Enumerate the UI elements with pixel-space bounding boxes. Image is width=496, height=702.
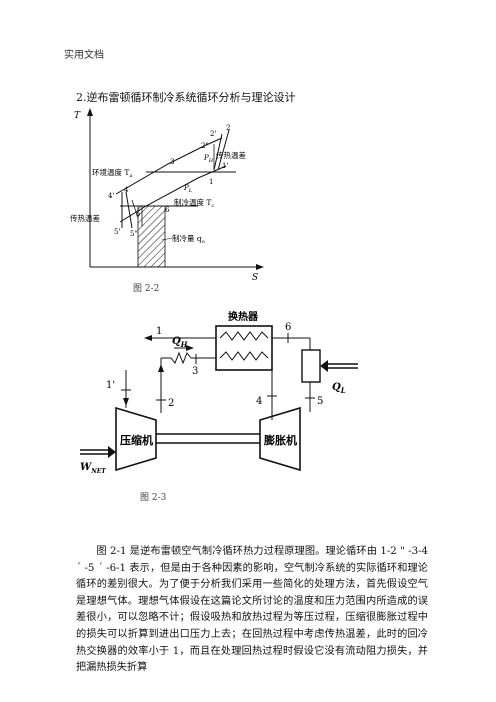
- node-6: 6: [285, 322, 291, 333]
- point-label: 5: [136, 210, 140, 218]
- ts-diagram: T S 2 2' 2" 3 1 1' 4 4' 5 5' 5" 6 PH PL …: [70, 108, 264, 283]
- body-paragraph: 图 2-1 是逆布雷顿空气制冷循环热力过程原理图。理论循环由 1-2 " -3-…: [76, 546, 428, 674]
- point-label: 4: [124, 186, 129, 194]
- compression-line: [213, 133, 223, 171]
- point-label: 5': [114, 228, 120, 236]
- point-label: 1: [209, 178, 213, 186]
- node-4: 4: [256, 396, 262, 407]
- t-axis-arrow: [87, 108, 93, 116]
- cooling-capacity-label: 制冷量 qo: [172, 233, 205, 245]
- point-label: 3: [170, 158, 174, 166]
- compressor: [115, 406, 157, 472]
- node-1: 1: [156, 326, 162, 337]
- point-label: 2": [201, 142, 209, 150]
- heat-exchanger-label: 换热器: [228, 310, 259, 323]
- compression-line-real: [217, 129, 230, 171]
- t-axis-label: T: [74, 111, 81, 121]
- expander: [259, 406, 301, 472]
- isobar-high: [115, 137, 223, 195]
- cooling-temp-label: 制冷温度 Tc: [174, 197, 214, 209]
- node-3: 3: [192, 366, 198, 377]
- ql-arrow-head: [320, 360, 328, 372]
- exchanger-coil-bottom: [219, 351, 269, 361]
- point-label: 1': [222, 162, 228, 170]
- exchanger-coil-top: [219, 331, 269, 341]
- s-axis-arrow: [256, 264, 264, 270]
- heat-rejection-coil: [161, 351, 192, 365]
- ambient-temp-label: 环境温度 Ta: [92, 167, 132, 179]
- cold-box: [301, 349, 321, 383]
- point-label: 2': [210, 130, 216, 138]
- point-label: 4': [108, 192, 114, 200]
- leader-line: [161, 237, 173, 241]
- isobar-low: [119, 165, 227, 223]
- arrow-2: [158, 364, 164, 372]
- node-1b: 1': [106, 380, 115, 391]
- work-arrow-head: [108, 446, 116, 458]
- regen-line: [131, 199, 139, 219]
- figure-caption-2-2: 图 2-2: [133, 284, 160, 294]
- point-label: 2: [226, 124, 230, 132]
- s-axis-label: S: [252, 273, 258, 283]
- arrow-qh: [186, 345, 194, 351]
- cooling-area: [137, 205, 166, 268]
- arrow-1: [144, 335, 152, 341]
- arrow-1b: [123, 398, 129, 406]
- expander-label: 膨胀机: [263, 433, 297, 447]
- pressure-low-label: PL: [183, 184, 193, 194]
- ql-label: QL: [332, 382, 346, 395]
- wnet-label: WNET: [80, 462, 106, 475]
- heat-temp-diff-right: 传热温差: [216, 150, 246, 160]
- section-title: 2.逆布雷顿循环制冷系统循环分析与理论设计: [76, 91, 296, 104]
- expansion-line-real: [125, 191, 133, 229]
- page-header: 实用文档: [64, 50, 104, 61]
- point-label: 6: [165, 206, 170, 214]
- qh-label: QH: [172, 336, 188, 349]
- compressor-label: 压缩机: [120, 433, 153, 447]
- heat-temp-diff-left: 传热温差: [70, 213, 100, 223]
- system-schematic: 换热器 1 QH 3 2 压缩机 1' WNET 膨胀机 4 6 5 QL: [80, 310, 358, 475]
- node-2: 2: [168, 398, 174, 409]
- point-label: 5": [130, 230, 138, 238]
- node-5: 5: [317, 396, 323, 407]
- figure-caption-2-3: 图 2-3: [140, 493, 167, 503]
- pressure-high-label: PH: [203, 154, 214, 164]
- heat-exchanger: [215, 325, 273, 371]
